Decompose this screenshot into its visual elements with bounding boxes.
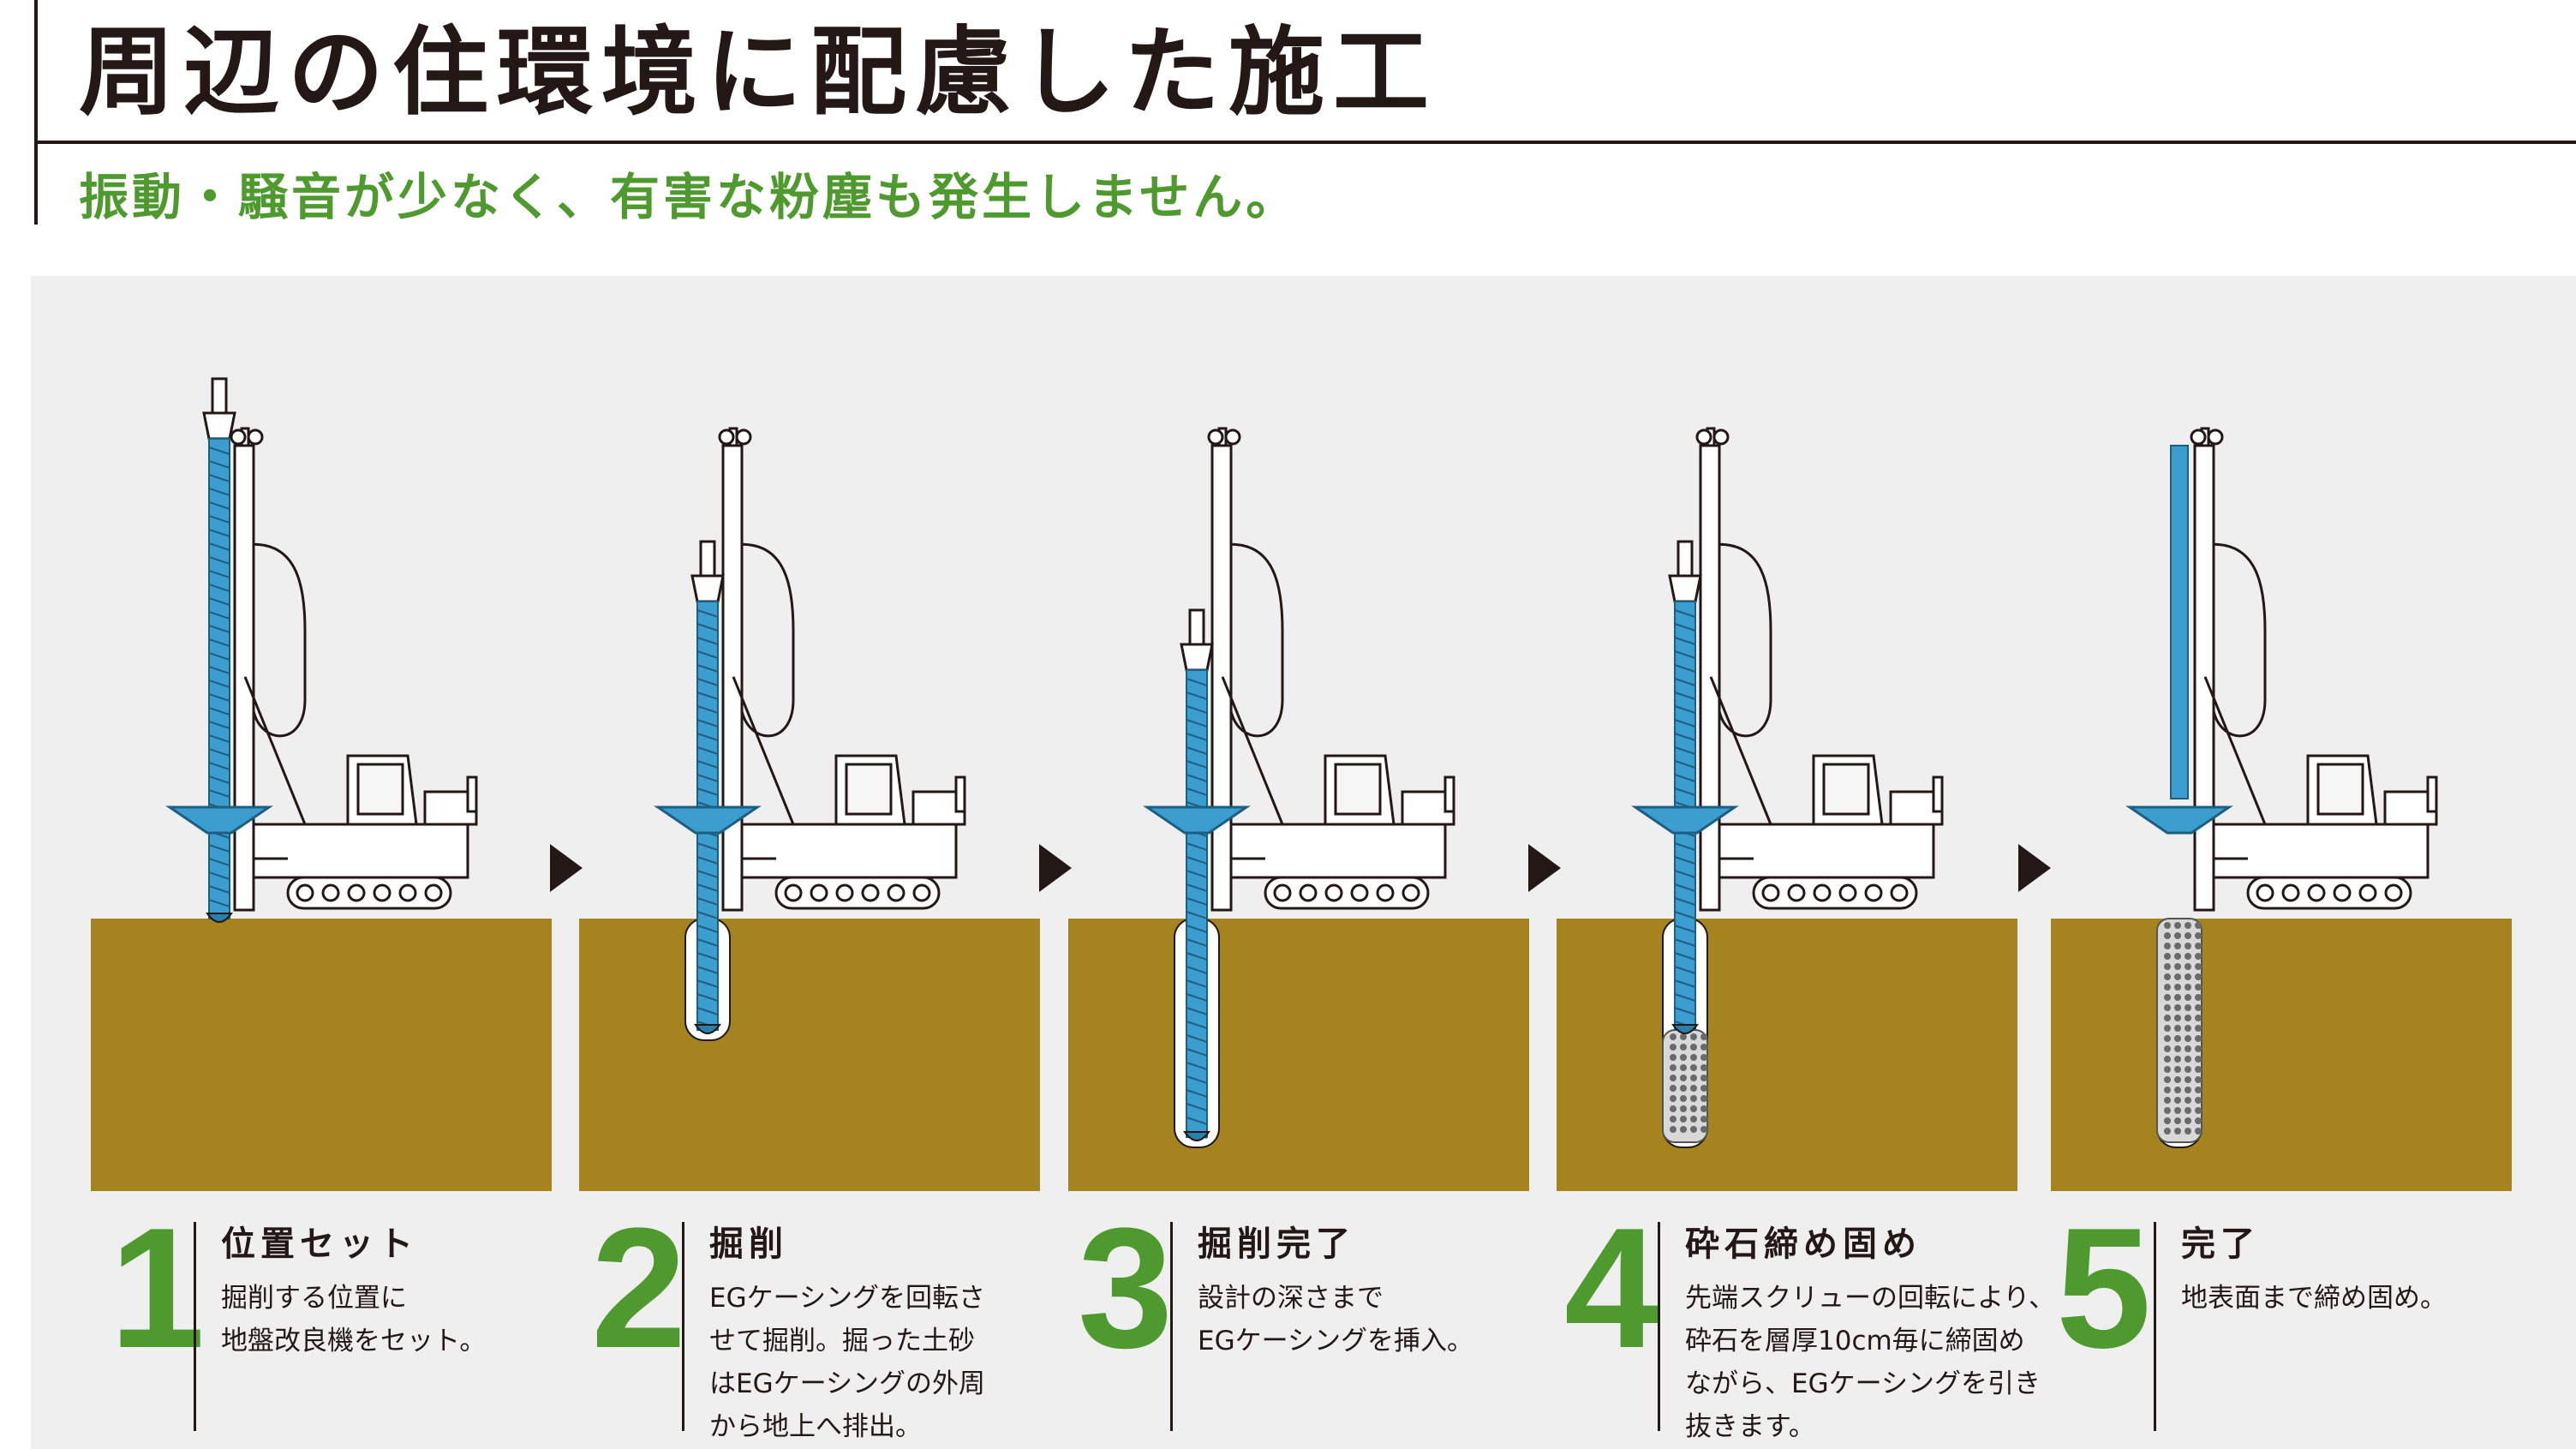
eg-casing [2170, 445, 2189, 799]
hopper [2125, 805, 2233, 835]
eg-casing [654, 540, 762, 1034]
step-4-description-line: ながら、EGケーシングを引き [1685, 1368, 2041, 1399]
step-2-description-line: EGケーシングを回転さ [709, 1283, 985, 1314]
step-2-description-line: から地上へ排出。 [709, 1411, 922, 1442]
step-2-title: 掘削 [709, 1224, 788, 1264]
next-step-arrow-icon [550, 844, 583, 892]
ground-block [579, 919, 1040, 1191]
next-step-arrow-icon [1039, 844, 1072, 892]
page-title: 周辺の住環境に配慮した施工 [79, 17, 1437, 129]
step-2-number: 2 [591, 1193, 687, 1384]
step-4-description-line: 先端スクリューの回転により、 [1685, 1283, 2056, 1314]
next-step-arrow-icon [2018, 844, 2051, 892]
step-1-divider [194, 1222, 196, 1431]
title-rule [34, 141, 2576, 144]
eg-casing [165, 377, 273, 923]
next-step-arrow-icon [1528, 844, 1561, 892]
gravel-column [1662, 1029, 1708, 1143]
step-5-divider [2154, 1222, 2156, 1431]
ground-block [91, 919, 552, 1191]
step-3-number: 3 [1078, 1193, 1174, 1384]
ground-improvement-rig [1207, 427, 1455, 912]
step-2-description-line: はEGケーシングの外周 [709, 1368, 985, 1399]
step-5-description-line: 地表面まで締め固め。 [2181, 1283, 2447, 1314]
ground-block [1557, 919, 2017, 1191]
step-4-divider [1658, 1222, 1660, 1431]
step-5-title: 完了 [2181, 1224, 2260, 1264]
step-4-number: 4 [1564, 1193, 1660, 1384]
ground-block [1068, 919, 1529, 1191]
step-5-number: 5 [2056, 1193, 2152, 1384]
eg-casing [1143, 608, 1251, 1141]
step-2-illustration [579, 427, 1040, 1191]
eg-casing [1631, 540, 1739, 1034]
step-4-description-line: 抜きます。 [1685, 1411, 1815, 1442]
step-3-title: 掘削完了 [1198, 1224, 1355, 1264]
ground-block [2051, 919, 2512, 1191]
step-1-number: 1 [110, 1193, 206, 1384]
title-accent-bar [34, 0, 38, 225]
page-subtitle: 振動・騒音が少なく、有害な粉塵も発生しません。 [79, 168, 1300, 226]
ground-improvement-rig [230, 427, 478, 912]
step-4-description-line: 砕石を層厚10cm毎に締固め [1685, 1326, 2025, 1356]
step-2-description-line: せて掘削。掘った土砂 [709, 1326, 975, 1356]
ground-improvement-rig [718, 427, 966, 912]
ground-improvement-rig [1695, 427, 1944, 912]
step-1-description-line: 掘削する位置に [221, 1283, 407, 1314]
ground-improvement-rig [2190, 427, 2438, 912]
step-1-illustration [91, 377, 552, 1191]
step-4-title: 砕石締め固め [1685, 1224, 1922, 1264]
step-3-description-line: EGケーシングを挿入。 [1198, 1326, 1473, 1356]
step-4-illustration [1557, 427, 2017, 1191]
step-5-illustration [2051, 427, 2512, 1191]
gravel-column [2156, 918, 2202, 1143]
step-1-title: 位置セット [221, 1224, 418, 1264]
step-2-divider [682, 1222, 684, 1431]
step-3-illustration [1068, 427, 1529, 1191]
step-3-divider [1170, 1222, 1173, 1431]
step-3-description-line: 設計の深さまで [1198, 1283, 1384, 1314]
step-1-description-line: 地盤改良機をセット。 [221, 1326, 487, 1356]
